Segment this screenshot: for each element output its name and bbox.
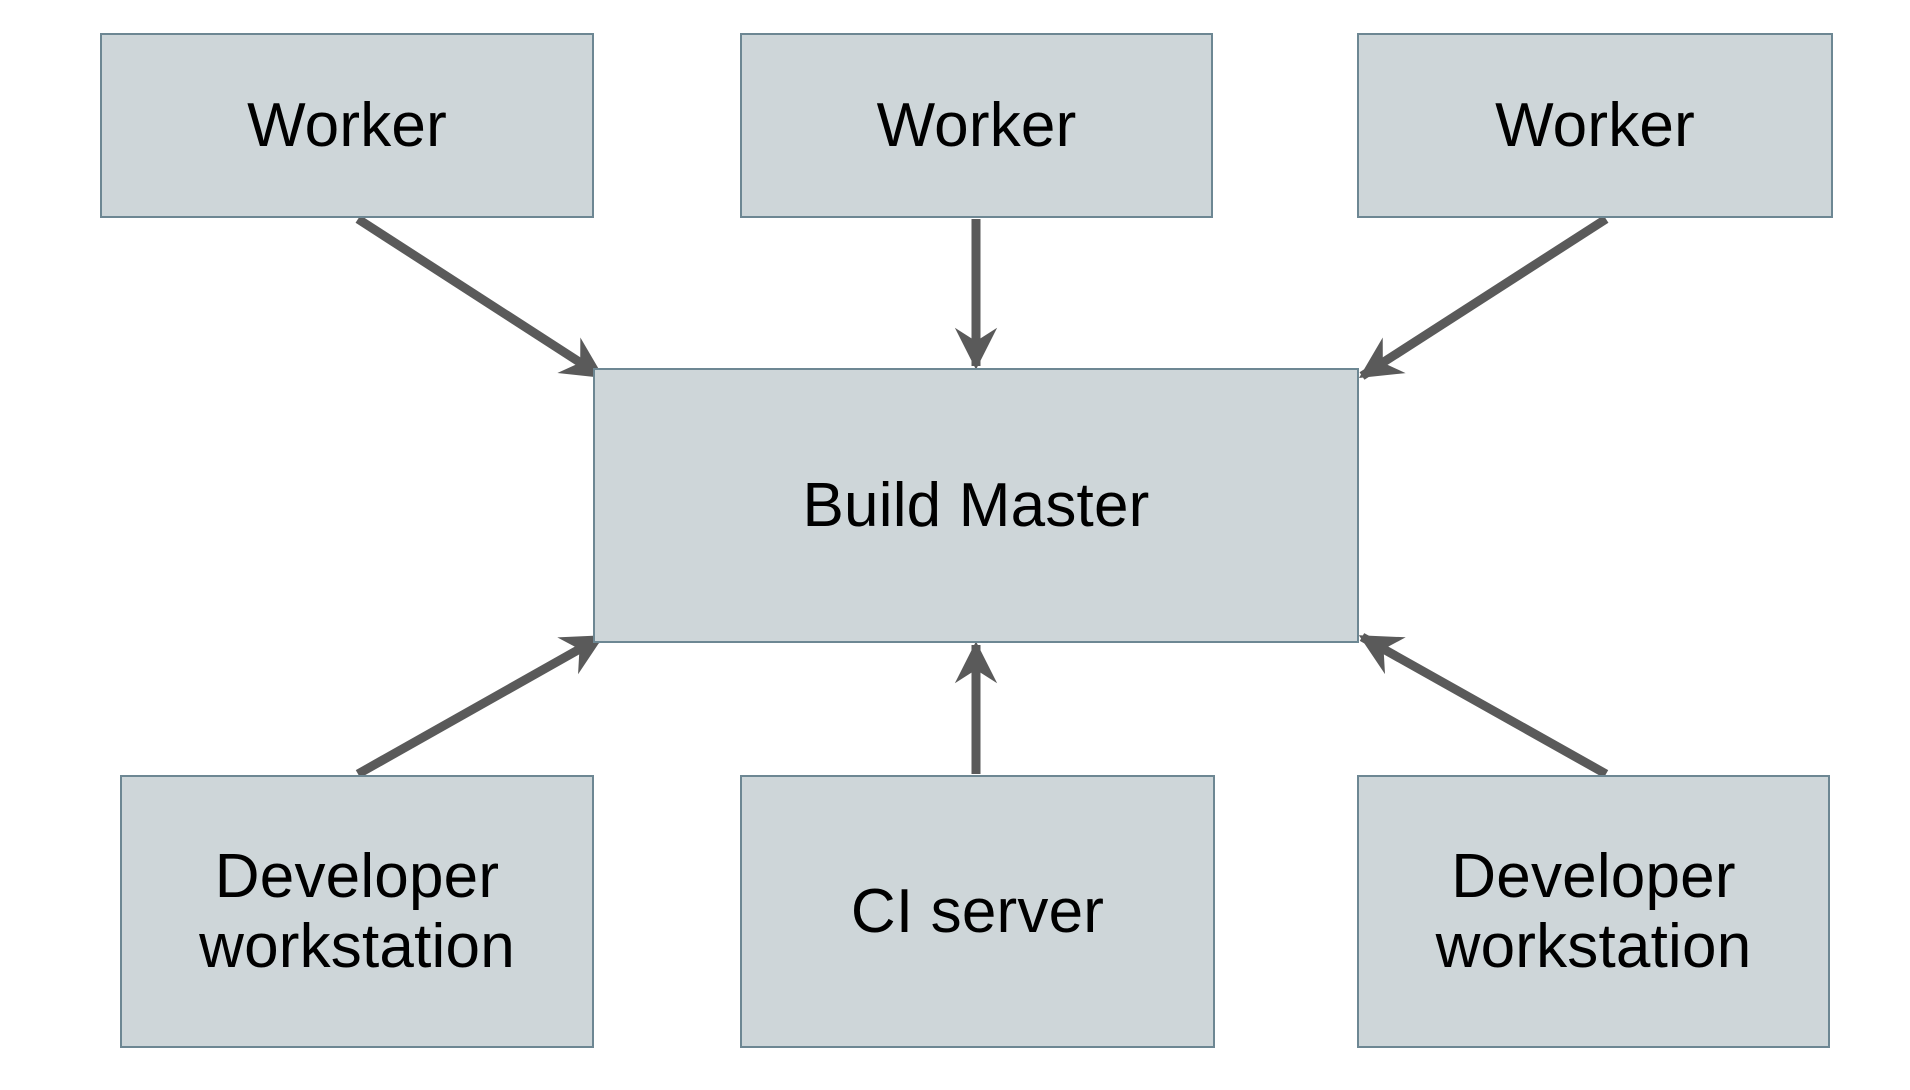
- edge-dev-workstation-1-to-build-master: [355, 633, 605, 778]
- node-worker-2[interactable]: Worker: [740, 33, 1213, 218]
- edge-dev-workstation-2-to-build-master: [1358, 633, 1609, 778]
- edge-worker-3-to-build-master: [1358, 215, 1609, 380]
- node-dev-workstation-1[interactable]: Developer workstation: [120, 775, 594, 1048]
- node-build-master-label: Build Master: [802, 470, 1150, 540]
- node-build-master[interactable]: Build Master: [593, 368, 1359, 643]
- node-worker-1-label: Worker: [247, 90, 447, 160]
- node-ci-server[interactable]: CI server: [740, 775, 1215, 1048]
- node-dev-workstation-1-label: Developer workstation: [199, 842, 515, 981]
- node-dev-workstation-2-label: Developer workstation: [1435, 842, 1752, 981]
- node-worker-3-label: Worker: [1495, 90, 1695, 160]
- node-worker-3[interactable]: Worker: [1357, 33, 1833, 218]
- node-dev-workstation-2[interactable]: Developer workstation: [1357, 775, 1830, 1048]
- node-worker-1[interactable]: Worker: [100, 33, 594, 218]
- edge-worker-1-to-build-master: [355, 215, 605, 380]
- node-worker-2-label: Worker: [876, 90, 1077, 160]
- node-ci-server-label: CI server: [850, 876, 1105, 946]
